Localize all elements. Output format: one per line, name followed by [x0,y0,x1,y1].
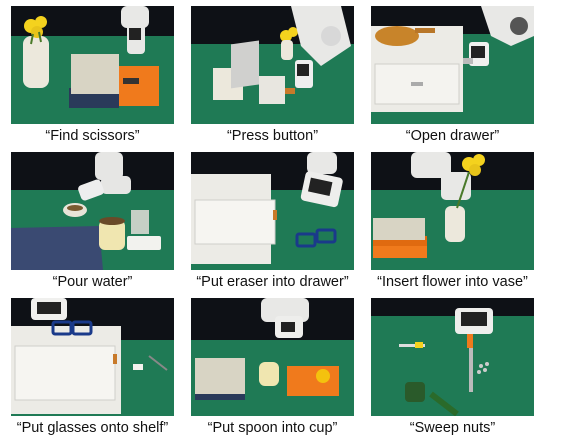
caption-insert-flower-into-vase: “Insert flower into vase” [377,274,528,290]
caption-press-button: “Press button” [226,128,319,144]
caption-open-drawer: “Open drawer” [405,128,500,144]
photo-put-glasses-onto-shelf [11,298,174,416]
caption-put-eraser-into-drawer: “Put eraser into drawer” [196,274,349,290]
caption-put-glasses-onto-shelf: “Put glasses onto shelf” [16,420,169,436]
caption-find-scissors: “Find scissors” [45,128,140,144]
photo-sweep-nuts [371,298,534,416]
photo-pour-water [11,152,174,270]
photo-put-spoon-into-cup [191,298,354,416]
photo-open-drawer [371,6,534,124]
photo-press-button [191,6,354,124]
caption-put-spoon-into-cup: “Put spoon into cup” [207,420,338,436]
caption-pour-water: “Pour water” [52,274,133,290]
photo-insert-flower-into-vase [371,152,534,270]
photo-find-scissors [11,6,174,124]
caption-sweep-nuts: “Sweep nuts” [409,420,496,436]
photo-put-eraser-into-drawer [191,152,354,270]
